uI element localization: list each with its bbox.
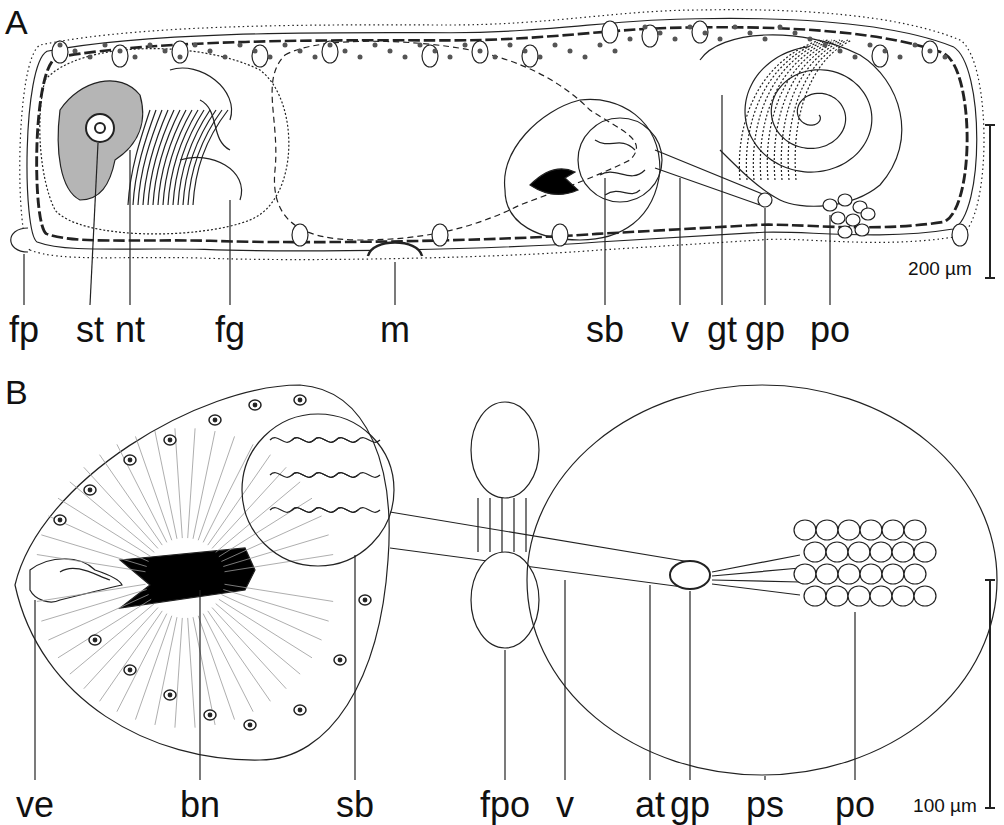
- prostatoid-sac: [527, 385, 997, 775]
- bursal-nozzle: [120, 548, 255, 608]
- prostatoid-cluster: [823, 194, 875, 238]
- part-label: po: [808, 312, 852, 348]
- bursa-region: [505, 99, 660, 240]
- part-label: ve: [14, 787, 56, 823]
- prostatoid-cluster: [794, 520, 936, 606]
- gland-cells: [52, 21, 968, 246]
- scale-bar: [985, 580, 995, 808]
- part-label: nt: [113, 312, 147, 348]
- scale-label: 100 µm: [911, 796, 979, 815]
- part-label: bn: [178, 787, 222, 823]
- part-label: m: [378, 312, 412, 348]
- leader-lines: [35, 555, 855, 780]
- body-outline: [20, 10, 984, 260]
- copulatory-spiral: [745, 47, 872, 172]
- bursa-outline: [15, 385, 389, 760]
- muscle-layer: [37, 27, 967, 242]
- fpo-upper: [471, 402, 539, 498]
- frontal-glands: [40, 49, 289, 234]
- granular-tissue: [739, 40, 852, 180]
- part-label: v: [554, 787, 576, 823]
- vestibule-fold: [60, 568, 110, 580]
- panel-letter: A: [3, 5, 30, 39]
- part-label: sb: [584, 312, 626, 348]
- part-label: v: [669, 312, 691, 348]
- leader-lines: [24, 95, 830, 305]
- part-label: ps: [744, 787, 786, 823]
- statolith: [95, 123, 105, 133]
- nerve-tracts: [128, 110, 228, 205]
- part-label: sb: [334, 787, 376, 823]
- panel-a-drawing: [11, 10, 995, 305]
- bursa-content: [595, 140, 645, 195]
- part-label: fpo: [478, 787, 532, 823]
- epidermis: [27, 18, 977, 250]
- sperm-mass: [270, 438, 380, 513]
- part-label: st: [74, 312, 106, 348]
- genital-pore: [670, 561, 710, 589]
- seminal-vesicle-wall: [700, 35, 902, 206]
- genital-pore: [758, 193, 772, 207]
- nozzle-fibres: [37, 428, 333, 727]
- panel-b-drawing: [15, 385, 997, 808]
- seminal-bursa: [578, 118, 662, 202]
- mouth: [368, 243, 422, 257]
- part-label: gt: [705, 312, 739, 348]
- part-label: gp: [668, 787, 712, 823]
- part-label: at: [633, 787, 667, 823]
- seminal-bursa: [242, 414, 394, 566]
- scale-bar: [985, 125, 995, 278]
- part-label: po: [833, 787, 877, 823]
- bursal-nozzle: [530, 169, 578, 195]
- part-label: fg: [213, 312, 247, 348]
- part-label: fp: [7, 312, 41, 348]
- frontal-papilla: [11, 228, 28, 252]
- digestive-syncytium: [272, 41, 636, 240]
- nuclei: [54, 395, 371, 730]
- scale-label: 200 µm: [906, 259, 974, 278]
- part-label: gp: [743, 312, 787, 348]
- panel-letter: B: [3, 375, 30, 409]
- statocyst: [86, 114, 114, 142]
- fpo-fibres: [478, 498, 526, 552]
- prostatoid-ducts: [712, 555, 800, 595]
- vagina: [390, 512, 690, 588]
